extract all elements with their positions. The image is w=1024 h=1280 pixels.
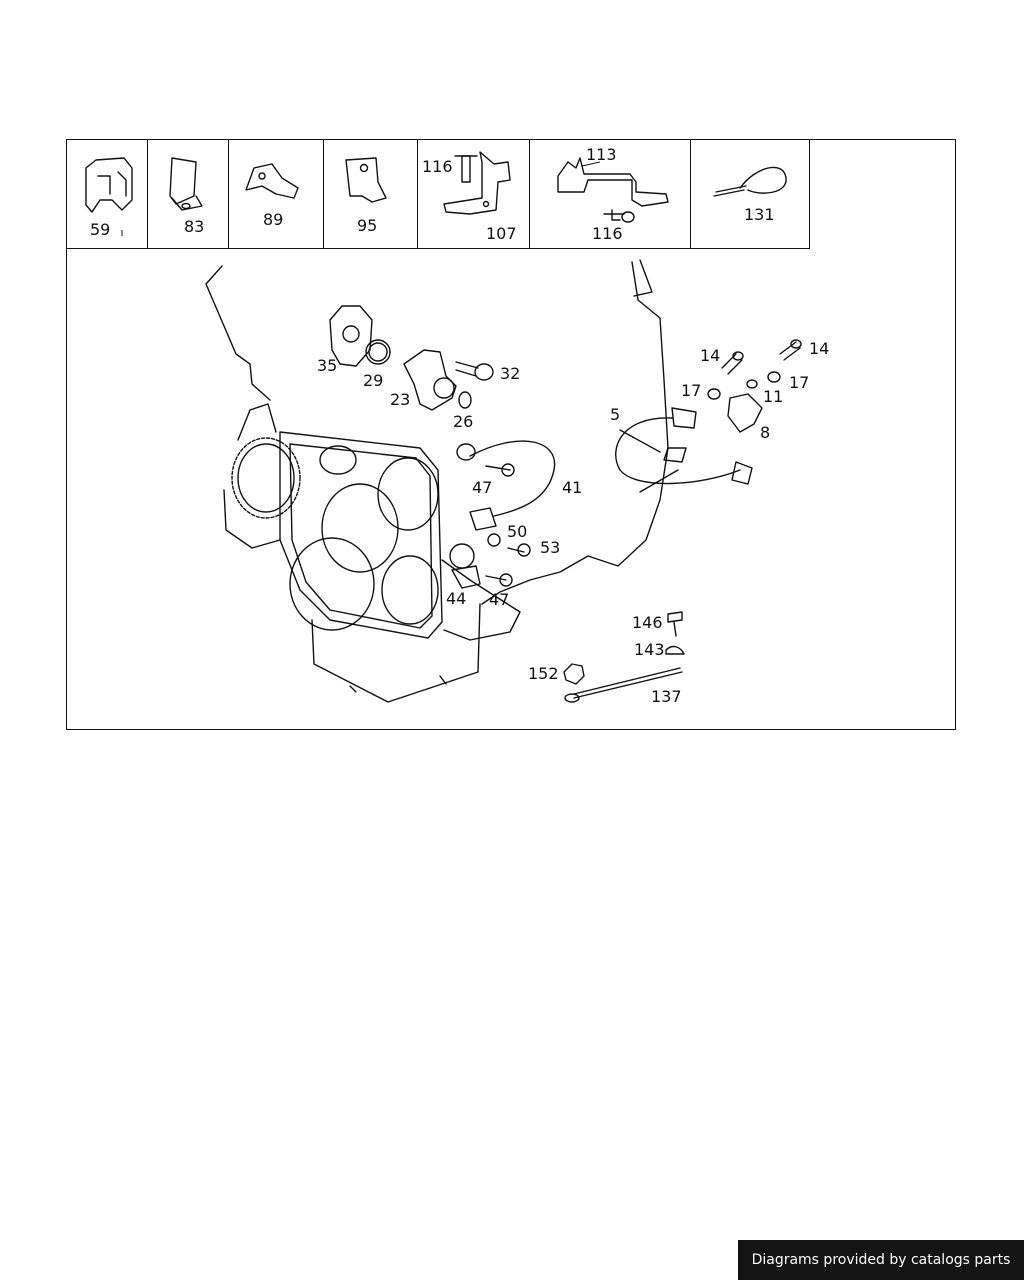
part-label-95[interactable]: 95 — [357, 216, 378, 235]
part-113-drawing — [557, 157, 669, 223]
callout-143[interactable]: 143 — [634, 640, 665, 659]
part-83-drawing — [169, 157, 203, 211]
part-89-drawing — [245, 163, 299, 199]
callout-17a[interactable]: 17 — [681, 381, 702, 400]
footer-credit: Diagrams provided by catalogs parts — [738, 1240, 1024, 1280]
callout-23[interactable]: 23 — [390, 390, 411, 409]
engine-drawing — [205, 259, 679, 703]
part-label-107[interactable]: 107 — [486, 224, 517, 243]
part-label-131[interactable]: 131 — [744, 205, 775, 224]
callout-53[interactable]: 53 — [540, 538, 561, 557]
callout-8[interactable]: 8 — [760, 423, 771, 442]
callout-26[interactable]: 26 — [453, 412, 474, 431]
header-cell-59[interactable] — [66, 139, 148, 249]
callout-14b[interactable]: 14 — [809, 339, 830, 358]
callout-35[interactable]: 35 — [317, 356, 338, 375]
header-cell-83[interactable] — [148, 139, 229, 249]
callout-47b[interactable]: 47 — [489, 590, 510, 609]
callout-5[interactable]: 5 — [610, 405, 621, 424]
header-cell-95[interactable] — [324, 139, 418, 249]
callout-44[interactable]: 44 — [446, 589, 467, 608]
callout-50[interactable]: 50 — [507, 522, 528, 541]
part-131-drawing — [713, 166, 787, 197]
callout-47a[interactable]: 47 — [472, 478, 493, 497]
callout-32[interactable]: 32 — [500, 364, 521, 383]
part-59-drawing — [85, 157, 133, 213]
callout-41[interactable]: 41 — [562, 478, 583, 497]
callout-29[interactable]: 29 — [363, 371, 384, 390]
part-label-116a[interactable]: 116 — [422, 157, 453, 176]
part-label-116b[interactable]: 116 — [592, 224, 623, 243]
header-cell-113[interactable] — [530, 139, 691, 249]
callout-17b[interactable]: 17 — [789, 373, 810, 392]
leader-lines — [121, 161, 601, 236]
part-label-89[interactable]: 89 — [263, 210, 284, 229]
part-107-drawing — [443, 151, 511, 215]
diagram-frame — [66, 139, 956, 730]
callout-14a[interactable]: 14 — [700, 346, 721, 365]
part-label-83[interactable]: 83 — [184, 217, 205, 236]
callout-11[interactable]: 11 — [763, 387, 784, 406]
part-label-113[interactable]: 113 — [586, 145, 617, 164]
header-cell-89[interactable] — [229, 139, 324, 249]
part-label-59[interactable]: 59 — [90, 220, 111, 239]
part-95-drawing — [345, 157, 387, 203]
header-cell-107[interactable] — [418, 139, 530, 249]
callout-137[interactable]: 137 — [651, 687, 682, 706]
parts-detail-drawing — [329, 305, 802, 703]
header-cell-131[interactable] — [691, 139, 810, 249]
callout-146[interactable]: 146 — [632, 613, 663, 632]
callout-152[interactable]: 152 — [528, 664, 559, 683]
